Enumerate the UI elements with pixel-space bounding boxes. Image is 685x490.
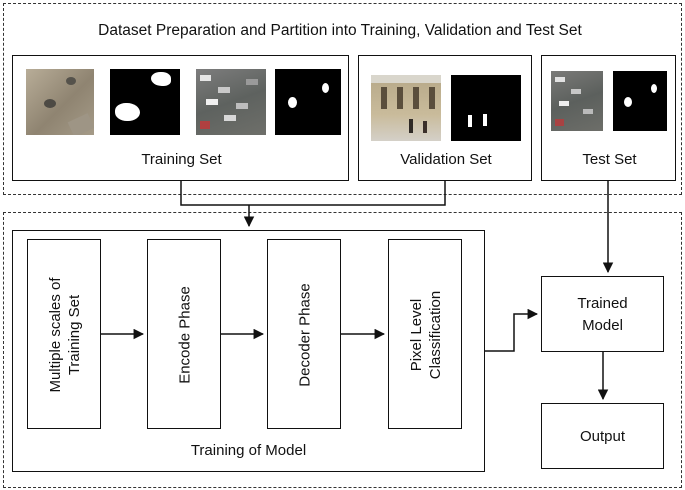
training-mask-street <box>275 69 341 135</box>
dataset-preparation-title: Dataset Preparation and Partition into T… <box>98 22 582 39</box>
validation-set-connector <box>249 181 446 206</box>
training-region <box>3 212 682 488</box>
step-encode-phase: Encode Phase <box>147 239 221 429</box>
step-multiple-scales: Multiple scales of Training Set <box>27 239 101 429</box>
test-image-street <box>551 71 603 131</box>
arrow-training-to-trained-model <box>485 308 539 352</box>
validation-set-label: Validation Set <box>400 151 492 168</box>
validation-mask-building <box>451 75 521 141</box>
output-box: Output <box>541 403 664 469</box>
validation-image-building <box>371 75 441 141</box>
training-image-pigeons <box>26 69 94 135</box>
trained-model-label: Trained Model <box>577 295 628 334</box>
training-set-connector <box>180 181 249 206</box>
test-set-box: Test Set <box>541 55 676 181</box>
test-set-label: Test Set <box>582 151 637 168</box>
training-of-model-label: Training of Model <box>190 442 307 459</box>
training-set-label: Training Set <box>141 151 222 168</box>
trained-model-box: Trained Model <box>541 276 664 352</box>
step-decoder-phase: Decoder Phase <box>267 239 341 429</box>
dataset-preparation-region <box>3 3 682 195</box>
training-image-street <box>196 69 266 135</box>
output-label: Output <box>579 428 626 445</box>
training-set-box: Training Set <box>12 55 349 181</box>
validation-set-box: Validation Set <box>358 55 532 181</box>
step-pixel-classification: Pixel Level Classification <box>388 239 462 429</box>
training-mask-pigeons <box>110 69 180 135</box>
test-mask-street <box>613 71 667 131</box>
